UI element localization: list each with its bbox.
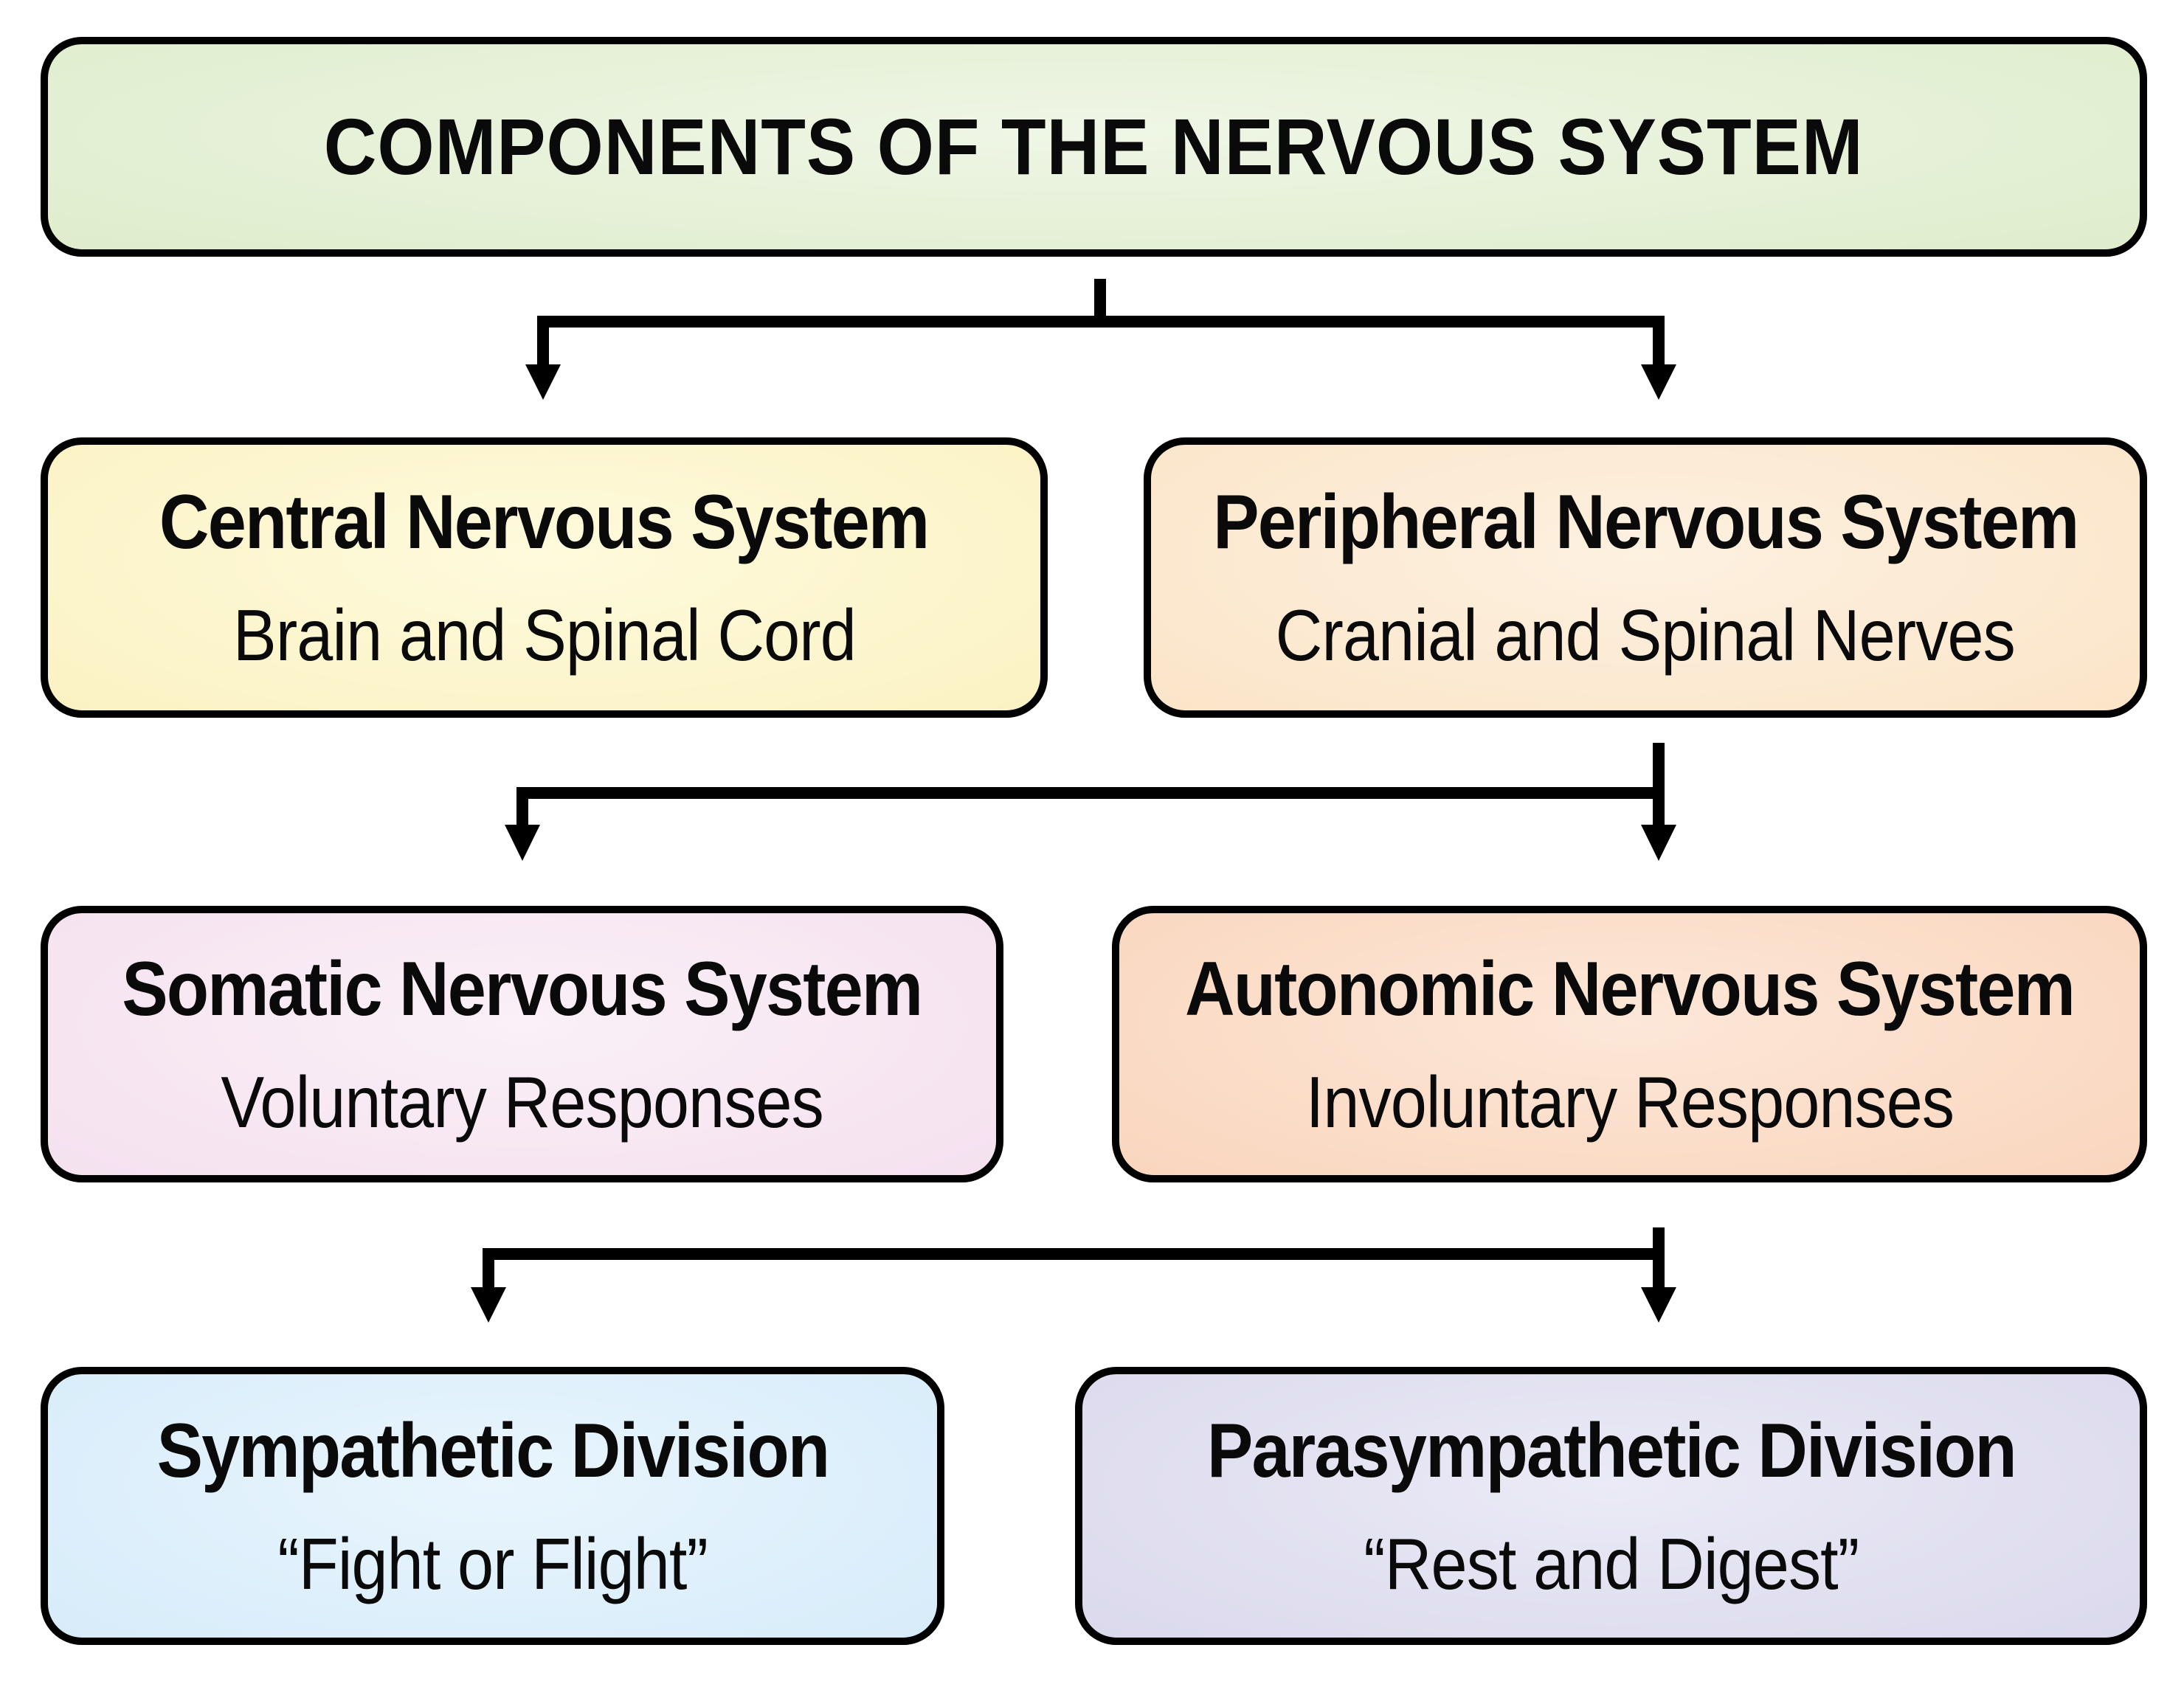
node-title-text: Autonomic Nervous System [1184,946,2076,1032]
arrowhead-down-icon [1641,364,1676,400]
node-somatic-nervous-system: Somatic Nervous System Voluntary Respons… [41,906,1003,1182]
arrowhead-down-icon [1641,1287,1676,1323]
node-subtitle-text: “Rest and Digest” [1364,1523,1859,1604]
diagram-title-text: COMPONENTS OF THE NERVOUS SYSTEM [324,102,1864,191]
node-subtitle-text: Cranial and Spinal Nerves [1275,595,2016,676]
node-parasympathetic-division: Parasympathetic Division “Rest and Diges… [1075,1367,2147,1645]
arrowhead-down-icon [525,364,561,400]
node-components-of-nervous-system: COMPONENTS OF THE NERVOUS SYSTEM [41,37,2147,257]
node-subtitle-text: Involuntary Responses [1305,1061,1954,1143]
node-peripheral-nervous-system: Peripheral Nervous System Cranial and Sp… [1144,437,2147,718]
node-title-text: Peripheral Nervous System [1212,479,2079,565]
node-subtitle-text: Brain and Spinal Cord [232,595,856,676]
node-central-nervous-system: Central Nervous System Brain and Spinal … [41,437,1048,718]
node-sympathetic-division: Sympathetic Division “Fight or Flight” [41,1367,944,1645]
node-title-text: Parasympathetic Division [1206,1407,2017,1494]
node-title-text: Central Nervous System [159,479,930,565]
arrowhead-down-icon [471,1287,506,1323]
node-subtitle-text: “Fight or Flight” [277,1523,708,1604]
connector-pns-to-row3 [505,743,1676,861]
arrowhead-down-icon [1641,825,1676,861]
arrowhead-down-icon [505,825,540,861]
node-title-text: Sympathetic Division [156,1407,829,1494]
connector-root-to-row2 [525,279,1676,400]
node-subtitle-text: Voluntary Responses [221,1061,823,1143]
node-title-text: Somatic Nervous System [122,946,923,1032]
node-autonomic-nervous-system: Autonomic Nervous System Involuntary Res… [1112,906,2147,1182]
connector-autonomic-to-row4 [471,1227,1676,1323]
